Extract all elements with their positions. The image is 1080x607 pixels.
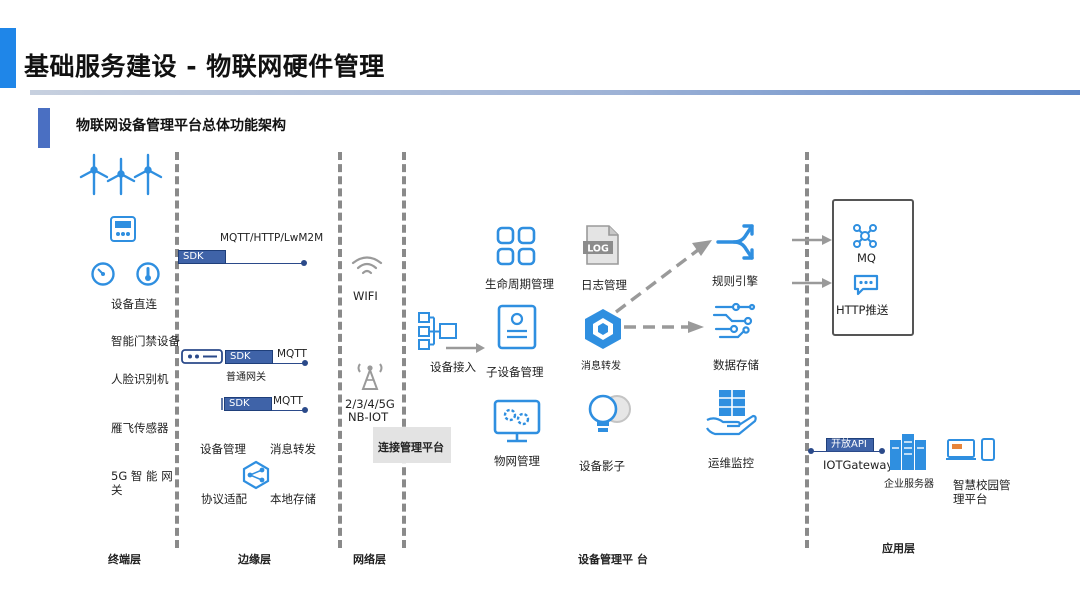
sdk-line-2 [273, 363, 305, 364]
arrow-to-http [792, 278, 832, 288]
platform-device-access: 设备接入 [430, 360, 476, 374]
pressure-gauge-icon [91, 262, 115, 286]
platform-thing-model: 物网管理 [494, 454, 540, 468]
title-accent-bar [0, 28, 16, 88]
access-arrow [446, 343, 485, 353]
http-push-icon [853, 274, 879, 296]
sdk-box-2: SDK [225, 350, 273, 364]
page-subtitle: 物联网设备管理平台总体功能架构 [76, 118, 286, 134]
ops-monitor-icon [706, 390, 757, 436]
app-services-box [832, 199, 914, 336]
sdk-box-1: SDK [178, 250, 226, 264]
layer-label-terminal: 终端层 [108, 553, 141, 566]
edge-protocol-top: MQTT/HTTP/LwM2M [220, 232, 324, 244]
platform-lifecycle: 生命周期管理 [485, 277, 554, 291]
wind-turbines-icon [79, 153, 163, 196]
network-cellular-2: NB-IOT [348, 410, 389, 424]
platform-sub-device: 子设备管理 [486, 365, 544, 379]
data-storage-icon [712, 302, 756, 339]
arrow-to-mq [792, 235, 832, 245]
connection-platform-box [373, 427, 451, 463]
line-endpoint-1 [301, 260, 307, 266]
meter-device-icon [110, 216, 136, 242]
msg-forward-icon [585, 309, 621, 349]
terminal-face-recognition: 人脸识别机 [111, 372, 169, 386]
page-title: 基础服务建设 - 物联网硬件管理 [24, 52, 385, 81]
log-icon: LOG [583, 225, 619, 265]
open-api-box: 开放API [826, 438, 874, 452]
line-endpoint-2 [302, 360, 308, 366]
cellular-tower-icon [357, 363, 383, 390]
layer-label-application: 应用层 [882, 542, 915, 555]
wifi-icon [351, 256, 383, 275]
title-underline [30, 90, 1080, 95]
app-http-push: HTTP推送 [836, 303, 889, 317]
layer-label-network: 网络层 [353, 553, 386, 566]
edge-protocol-mqtt-3: MQTT [273, 395, 303, 407]
platform-ops-monitor: 运维监控 [708, 456, 754, 470]
sdk-line-3-start [221, 398, 223, 410]
device-shadow-icon [588, 394, 631, 432]
device-access-icon [418, 312, 457, 350]
divider-platform-application [805, 152, 809, 548]
open-api-line [812, 451, 882, 452]
edge-normal-gateway: 普通网关 [226, 372, 266, 383]
enterprise-server-icon [890, 434, 926, 470]
app-iot-gateway: IOTGateway [823, 458, 894, 472]
platform-device-shadow: 设备影子 [579, 459, 625, 473]
layer-label-platform: 设备管理平 台 [578, 553, 648, 566]
mq-icon [853, 224, 877, 248]
edge-hub-icon [242, 460, 270, 490]
campus-devices-icon [946, 438, 995, 461]
open-api-endpoint-right [879, 448, 885, 454]
sub-device-icon [497, 304, 537, 350]
app-enterprise-server: 企业服务器 [884, 479, 934, 490]
app-campus-line1: 智慧校园管 [953, 478, 1011, 492]
edge-protocol-adapt: 协议适配 [201, 492, 247, 506]
terminal-yanfei-sensor: 雁飞传感器 [111, 421, 169, 435]
divider-network-platform [402, 152, 406, 548]
sdk-line-3 [272, 410, 305, 411]
lifecycle-icon [496, 226, 536, 266]
thermometer-icon [136, 262, 160, 286]
terminal-access-control: 智能门禁设备 [111, 334, 180, 348]
msg-to-storage-arrow [624, 321, 704, 333]
network-wifi: WIFI [353, 289, 378, 303]
platform-data-storage: 数据存储 [713, 358, 759, 372]
edge-device-mgmt: 设备管理 [200, 442, 246, 456]
rule-engine-icon [716, 224, 754, 260]
sdk-line-1 [226, 263, 304, 264]
edge-local-storage: 本地存储 [270, 492, 316, 506]
platform-rule-engine: 规则引擎 [712, 274, 758, 288]
log-icon-text: LOG [587, 244, 609, 255]
network-cellular-1: 2/3/4/5G [345, 397, 395, 411]
sdk-box-3: SDK [224, 397, 272, 411]
line-endpoint-3 [302, 407, 308, 413]
divider-terminal-edge [175, 152, 179, 548]
edge-protocol-mqtt-2: MQTT [277, 348, 307, 360]
app-campus-line2: 理平台 [953, 492, 988, 506]
platform-log-mgmt: 日志管理 [581, 278, 627, 292]
connection-platform-label: 连接管理平台 [378, 441, 444, 454]
divider-edge-network [338, 152, 342, 548]
thing-model-icon [493, 399, 541, 443]
gateway-router-icon [181, 349, 223, 364]
open-api-endpoint-left [808, 448, 814, 454]
terminal-5g-gateway: 5G 智 能 网 关 [111, 469, 173, 497]
edge-msg-forward: 消息转发 [270, 442, 316, 456]
msg-to-rule-arrow [614, 240, 712, 314]
app-mq: MQ [857, 251, 876, 265]
platform-msg-forward: 消息转发 [581, 361, 621, 372]
subtitle-accent-bar [38, 108, 50, 148]
layer-label-edge: 边缘层 [238, 553, 271, 566]
terminal-direct-connect: 设备直连 [111, 297, 157, 311]
